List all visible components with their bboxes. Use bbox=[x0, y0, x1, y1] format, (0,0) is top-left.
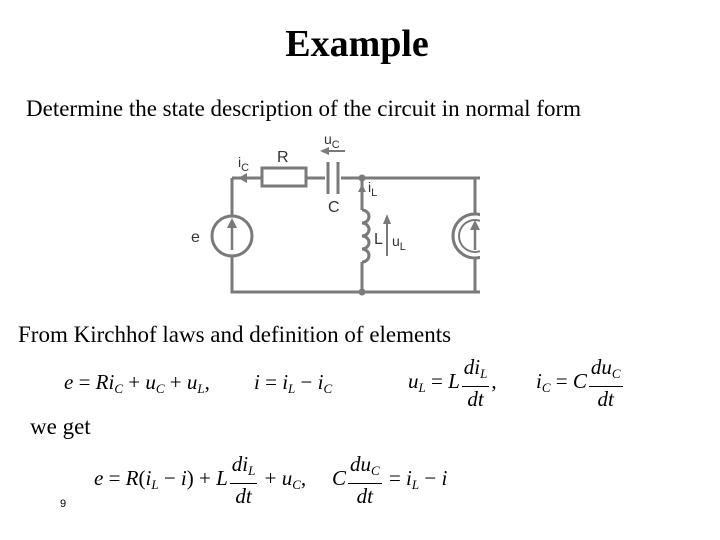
we-get-text: we get bbox=[30, 414, 91, 439]
label-c: C bbox=[328, 199, 340, 216]
equation-kcl: i = iL − iC bbox=[254, 370, 333, 396]
junction-dot-top bbox=[358, 174, 366, 182]
label-e: e bbox=[191, 229, 200, 246]
resistor-symbol bbox=[260, 166, 308, 188]
label-l: L bbox=[374, 231, 383, 248]
label-r: R bbox=[277, 149, 289, 166]
label-ic: iC bbox=[238, 154, 249, 174]
slide-subtitle: Determine the state description of the c… bbox=[26, 96, 582, 121]
arrow-uc-icon bbox=[320, 147, 329, 155]
arrow-il-icon bbox=[358, 184, 366, 192]
label-uc: uC bbox=[324, 131, 340, 151]
arrow-ic-icon bbox=[238, 173, 247, 183]
equation-kvl: e = RiC + uC + uL, bbox=[64, 370, 210, 396]
label-ul: uL bbox=[392, 233, 406, 253]
label-il: iL bbox=[368, 179, 377, 199]
junction-dot-bottom bbox=[358, 288, 366, 296]
inductor-symbol bbox=[361, 208, 371, 264]
page-number: 9 bbox=[60, 498, 67, 510]
slide-title: Example bbox=[285, 23, 429, 65]
arrow-ul-icon bbox=[383, 214, 391, 224]
kirchhoff-text: From Kirchhof laws and definition of ele… bbox=[18, 322, 452, 347]
circuit-diagram: iC R uC C iL L uL e bbox=[191, 131, 480, 296]
